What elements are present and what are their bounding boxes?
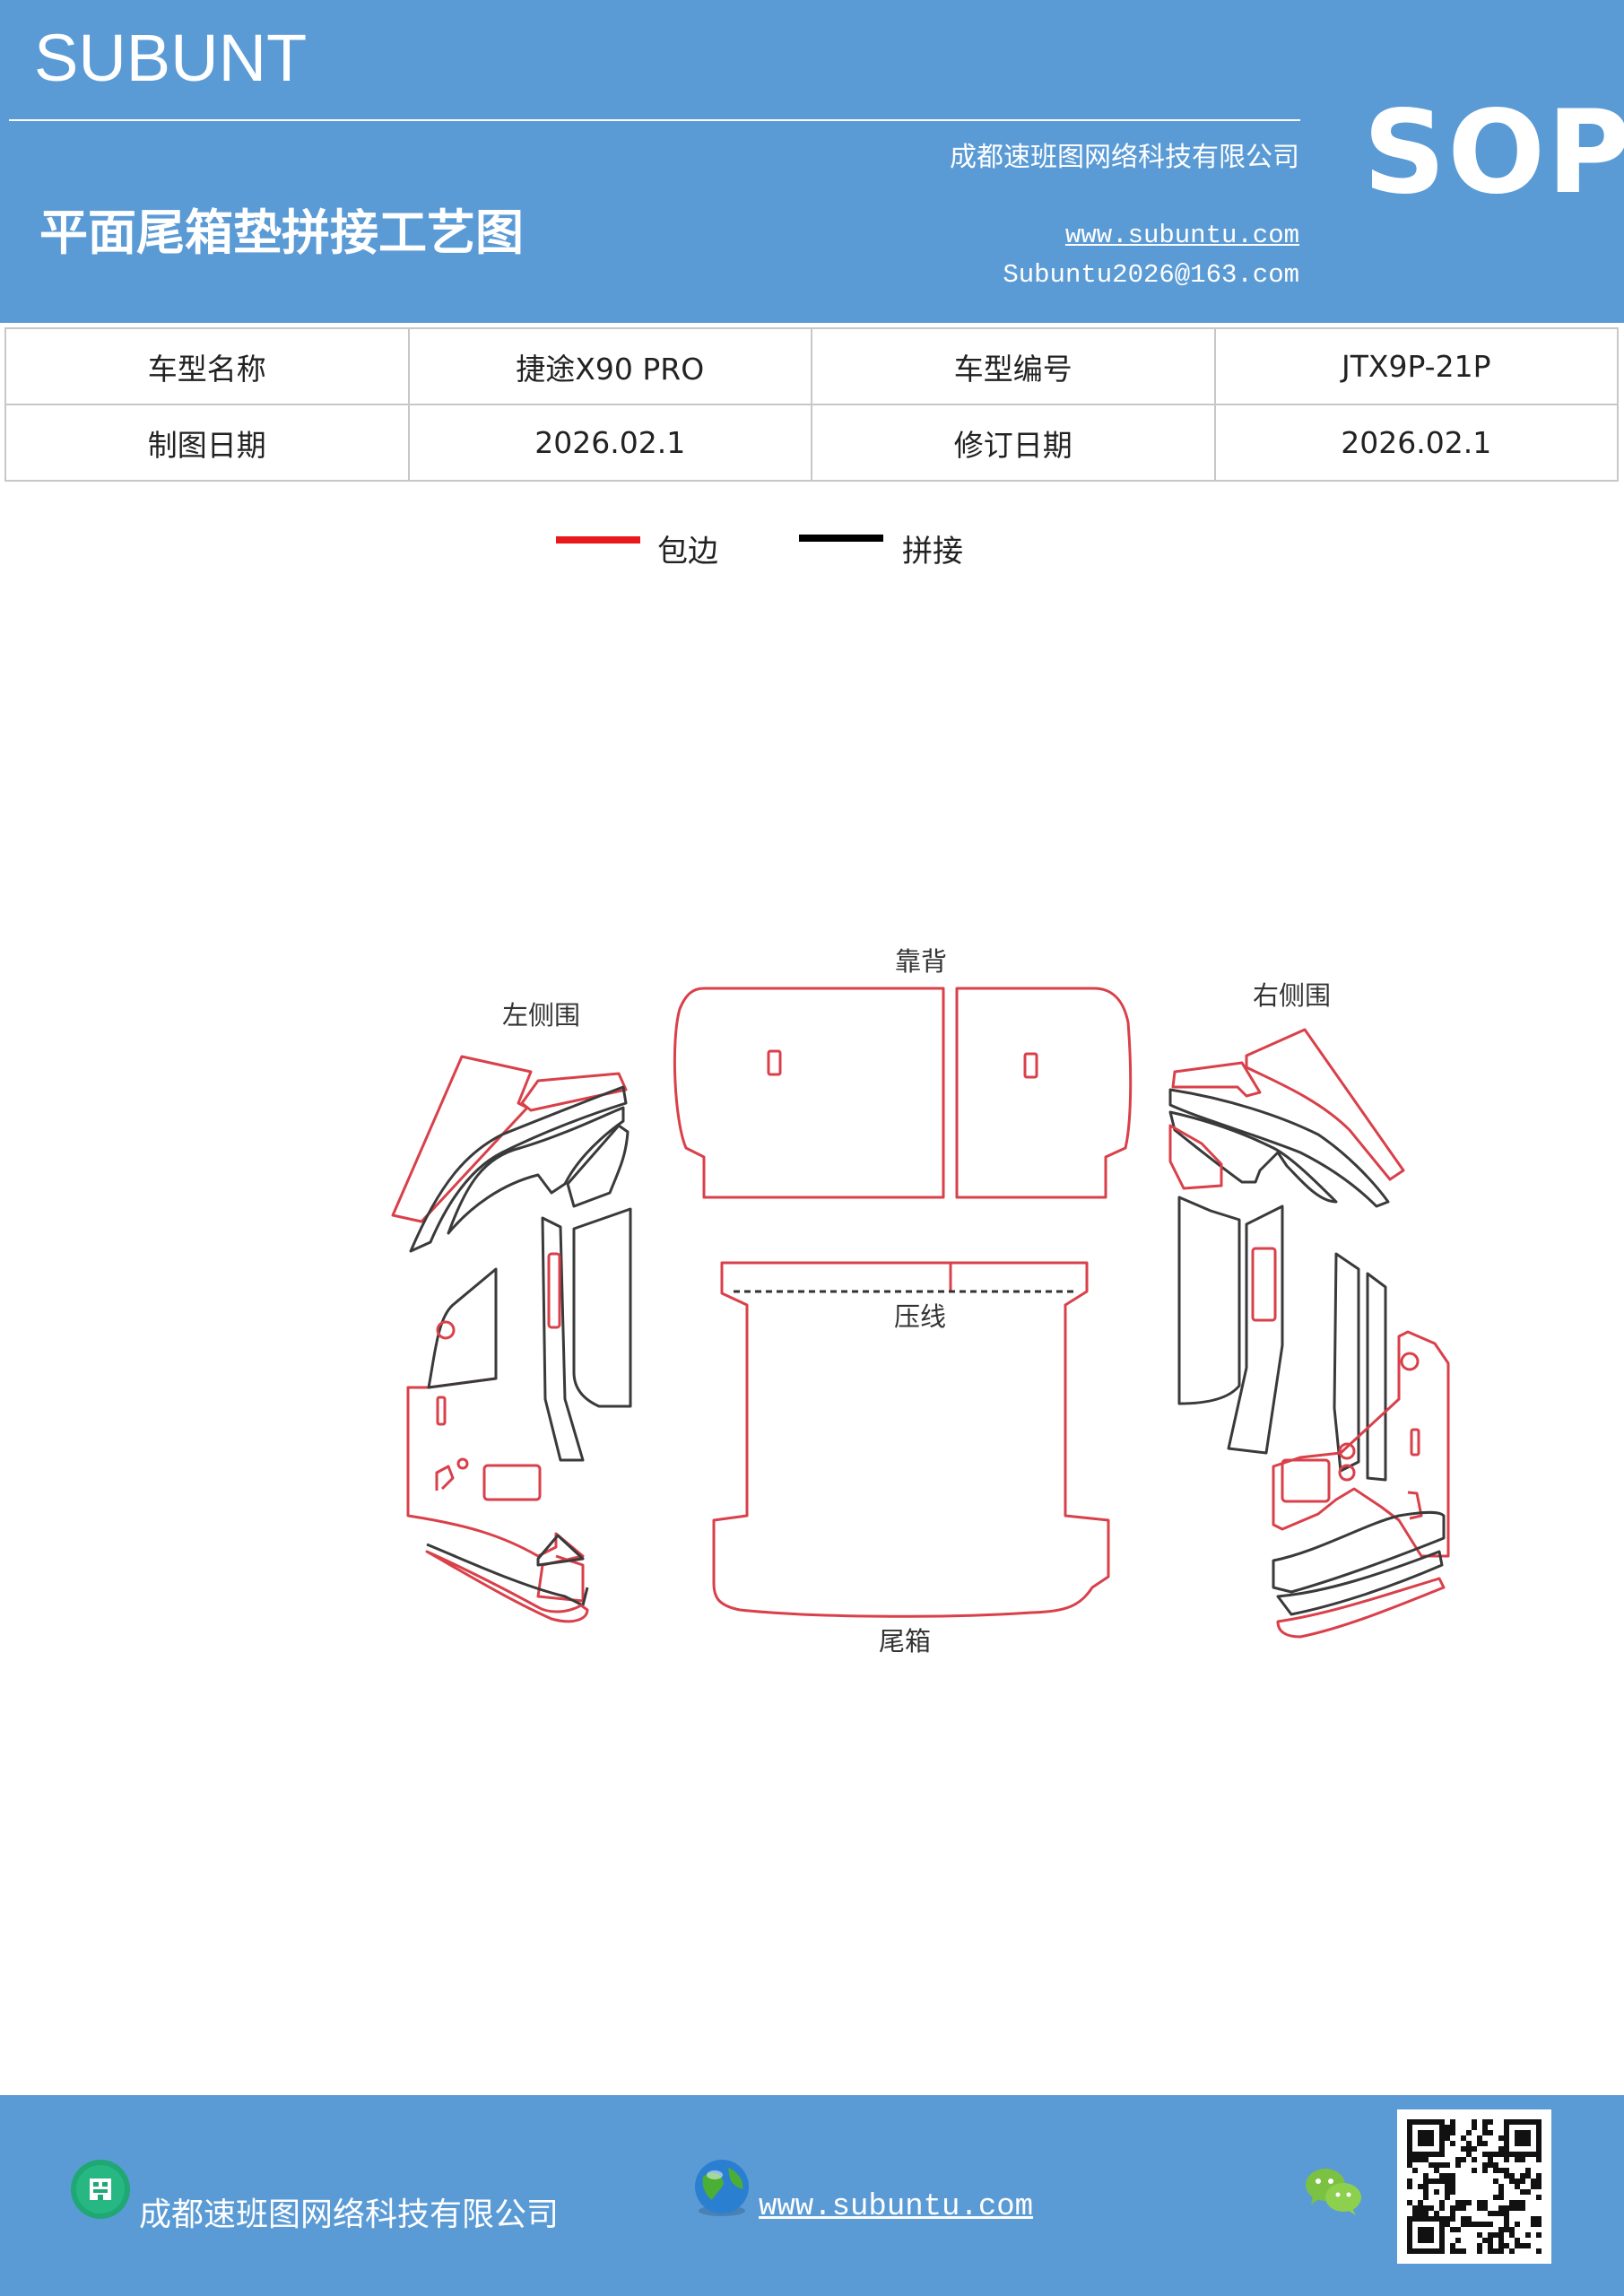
right-side-sill [1272, 1510, 1446, 1594]
label-trunk: 尾箱 [879, 1626, 931, 1657]
label-right-side: 右侧围 [1253, 980, 1331, 1011]
right-side-bottom-liner [1276, 1550, 1444, 1616]
right-side-upper-liner [1168, 1088, 1390, 1208]
right-side-corner [1168, 1124, 1223, 1190]
wechat-icon [1306, 2169, 1361, 2215]
table-row: 制图日期 2026.02.1 修订日期 2026.02.1 [4, 404, 1619, 482]
left-side-upper-liner [409, 1085, 628, 1253]
model-code-value: JTX9P-21P [1213, 327, 1619, 405]
left-side-sill [426, 1543, 589, 1607]
right-main-hole-2 [1338, 1442, 1356, 1460]
left-side-upper-liner-2 [447, 1106, 625, 1235]
website-link[interactable]: www.subuntu.com [1064, 221, 1299, 250]
right-main-slot-2 [1281, 1458, 1331, 1503]
right-main-hole-1 [1400, 1352, 1420, 1371]
backrest-right-panel [955, 987, 1133, 1199]
right-side-tab [1171, 1061, 1262, 1098]
brand-name: SUBUNT [34, 21, 308, 95]
backrest-left-slot [767, 1049, 782, 1076]
revision-date-label: 修订日期 [811, 404, 1216, 482]
right-side-bottom-trim [1276, 1577, 1446, 1639]
company-name: 成都速班图网络科技有限公司 [950, 142, 1299, 173]
legend-swatch-seam [799, 535, 883, 542]
left-side-pillar-b [572, 1207, 632, 1408]
left-side-bottom-corner [536, 1534, 585, 1567]
right-main-hook [1407, 1491, 1423, 1520]
backrest-left-panel [673, 987, 945, 1199]
backrest-right-slot [1023, 1052, 1038, 1079]
legend-label-edge: 包边 [657, 534, 718, 570]
mat-layout-diagram: 左侧围 靠背 右侧围 压线 尾箱 [391, 946, 1450, 1657]
right-side-pillar-a [1227, 1205, 1284, 1455]
right-pillar-slot [1251, 1247, 1277, 1322]
left-side-tab [520, 1072, 628, 1112]
right-main-slot-1 [1410, 1428, 1420, 1457]
table-row: 车型名称 捷途X90 PRO 车型编号 JTX9P-21P [4, 327, 1619, 405]
model-name-label: 车型名称 [4, 327, 410, 405]
trunk-floor-panel [712, 1261, 1110, 1618]
email-address: Subuntu2026@163.com [1003, 260, 1299, 290]
info-table: 车型名称 捷途X90 PRO 车型编号 JTX9P-21P 制图日期 2026.… [4, 327, 1619, 482]
globe-icon [695, 2160, 749, 2216]
label-crease: 压线 [894, 1301, 946, 1332]
footer-website-link[interactable]: www.subuntu.com [759, 2190, 1034, 2224]
model-code-label: 车型编号 [811, 327, 1216, 405]
revision-date-value: 2026.02.1 [1213, 404, 1619, 482]
header-band [0, 0, 1624, 323]
draw-date-value: 2026.02.1 [407, 404, 812, 482]
left-main-hole-2 [456, 1457, 469, 1470]
building-icon [71, 2160, 130, 2219]
left-pillar-slot [547, 1252, 561, 1329]
right-main-hole-3 [1338, 1464, 1356, 1482]
left-side-bottom-trim [425, 1550, 589, 1623]
left-side-main-inner [427, 1267, 498, 1389]
document-title: 平面尾箱垫拼接工艺图 [39, 204, 524, 261]
left-side-pillar-a [541, 1216, 585, 1462]
right-side-pillar-c [1366, 1272, 1387, 1482]
label-left-side: 左侧围 [502, 1000, 580, 1031]
legend-swatch-edge [556, 536, 640, 544]
right-side-outer-top [1245, 1028, 1405, 1181]
footer-company-name: 成都速班图网络科技有限公司 [139, 2196, 560, 2233]
header-divider [9, 119, 1300, 121]
sop-badge: SOP [1363, 86, 1624, 220]
label-backrest: 靠背 [895, 946, 947, 977]
left-side-corner [566, 1124, 630, 1208]
draw-date-label: 制图日期 [4, 404, 410, 482]
right-side-panel-a [1177, 1196, 1241, 1405]
legend-label-seam: 拼接 [902, 534, 963, 570]
qr-code[interactable] [1397, 2109, 1551, 2264]
right-side-main-panel [1272, 1330, 1450, 1558]
left-main-hook [435, 1465, 455, 1491]
left-side-outer-top [391, 1055, 533, 1223]
model-name-value: 捷途X90 PRO [407, 327, 812, 405]
left-main-slot-2 [436, 1396, 447, 1426]
left-main-slot-1 [482, 1464, 542, 1501]
left-main-hole-1 [436, 1320, 456, 1340]
